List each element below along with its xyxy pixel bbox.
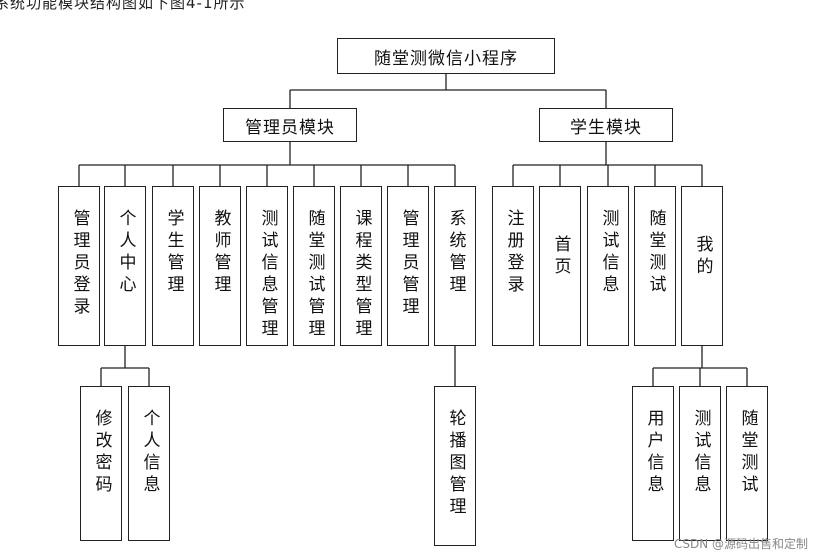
node-admin-login: 管理员登录	[58, 186, 100, 346]
node-carousel-management: 轮播图管理	[434, 386, 476, 546]
node-mine-test-info: 测试信息	[679, 386, 721, 541]
node-quiz-management-label: 随堂测试管理	[304, 209, 325, 341]
node-admin-management-label: 管理员管理	[398, 209, 419, 319]
node-home: 首页	[539, 186, 581, 346]
node-personal-center-label: 个人中心	[115, 209, 136, 297]
node-student-quiz-label: 随堂测试	[645, 209, 666, 297]
node-teacher-management-label: 教师管理	[210, 209, 231, 297]
node-user-info-label: 用户信息	[643, 409, 664, 497]
node-admin-management: 管理员管理	[387, 186, 429, 346]
root-node: 随堂测微信小程序	[337, 38, 555, 74]
node-teacher-management: 教师管理	[199, 186, 241, 346]
node-course-type-management-label: 课程类型管理	[351, 209, 372, 341]
node-home-label: 首页	[550, 235, 571, 279]
node-register-login: 注册登录	[492, 186, 534, 346]
node-carousel-management-label: 轮播图管理	[445, 409, 466, 519]
node-mine: 我的	[681, 186, 723, 346]
student-module-node: 学生模块	[539, 108, 673, 142]
node-quiz-management: 随堂测试管理	[293, 186, 335, 346]
node-mine-quiz-label: 随堂测试	[737, 409, 758, 497]
node-student-management: 学生管理	[152, 186, 194, 346]
node-personal-info-label: 个人信息	[139, 409, 160, 497]
node-test-info-management: 测试信息管理	[246, 186, 288, 346]
node-system-management-label: 系统管理	[445, 209, 466, 297]
node-system-management: 系统管理	[434, 186, 476, 346]
student-module-label: 学生模块	[570, 117, 642, 138]
node-student-management-label: 学生管理	[163, 209, 184, 297]
node-personal-center: 个人中心	[104, 186, 146, 346]
node-change-password-label: 修改密码	[91, 409, 112, 497]
node-change-password: 修改密码	[80, 386, 122, 541]
node-user-info: 用户信息	[632, 386, 674, 541]
node-mine-quiz: 随堂测试	[726, 386, 768, 541]
node-admin-login-label: 管理员登录	[69, 209, 90, 319]
node-mine-label: 我的	[692, 235, 713, 279]
admin-module-node: 管理员模块	[223, 108, 357, 142]
node-student-test-info-label: 测试信息	[598, 209, 619, 297]
node-course-type-management: 课程类型管理	[340, 186, 382, 346]
root-node-label: 随堂测微信小程序	[374, 48, 518, 69]
watermark: CSDN @源码出售和定制	[673, 537, 808, 551]
node-mine-test-info-label: 测试信息	[690, 409, 711, 497]
admin-module-label: 管理员模块	[245, 117, 335, 138]
node-register-login-label: 注册登录	[503, 209, 524, 297]
node-student-quiz: 随堂测试	[634, 186, 676, 346]
top-caption: 系统功能模块结构图如下图4-1所示	[0, 0, 246, 12]
node-student-test-info: 测试信息	[587, 186, 629, 346]
node-test-info-management-label: 测试信息管理	[257, 209, 278, 341]
node-personal-info: 个人信息	[128, 386, 170, 541]
